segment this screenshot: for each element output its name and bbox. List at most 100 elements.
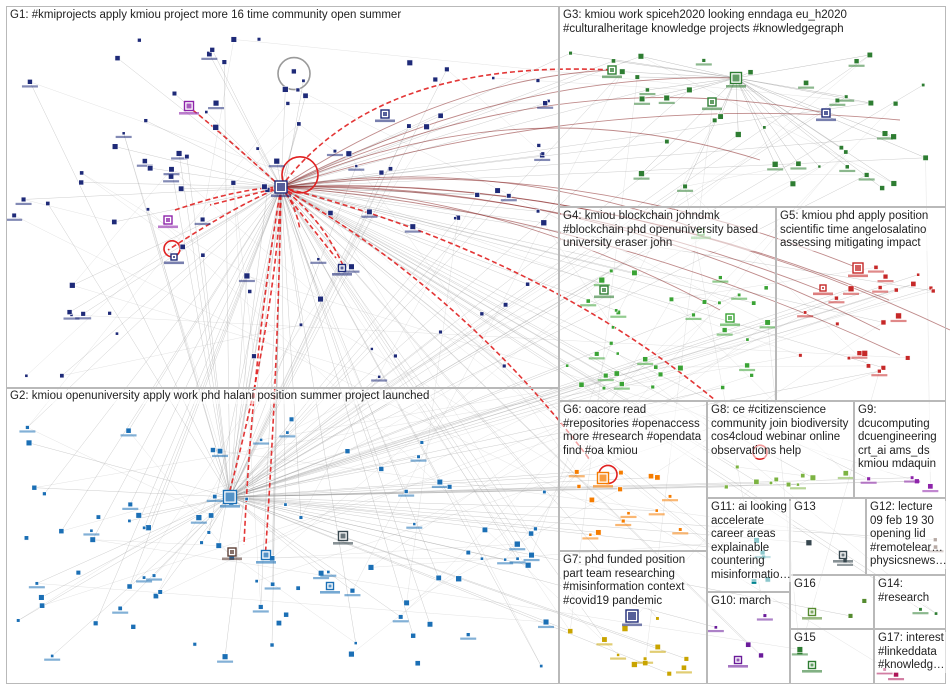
node [444,66,450,73]
node-label [871,374,888,377]
node [69,282,76,289]
edge [229,266,352,498]
node [683,656,690,662]
avatar-image [328,584,332,588]
node-label [707,629,724,633]
node [200,252,206,258]
node [295,87,301,93]
node [288,416,295,422]
node-label [208,107,225,110]
avatar-label [728,665,748,668]
node [540,151,545,156]
node-label [310,261,327,264]
edge [671,267,876,300]
node [535,78,541,83]
group-box-g2 [6,388,559,684]
node [542,489,547,495]
edge [246,419,292,500]
group-label-g7: G7: phd funded position part team resear… [561,554,688,608]
node [206,51,213,58]
node-label [876,672,893,675]
node [594,351,600,357]
node-label [206,499,223,502]
node [598,276,606,284]
group-label-g8: G8: ce #citizenscience community join bi… [709,404,851,458]
node [513,540,521,548]
avatar-label [593,485,613,488]
edge [229,270,612,498]
edge [543,222,614,328]
avatar-image [599,474,607,482]
group-box-g3 [559,6,946,207]
edge [318,259,571,632]
edge [280,186,286,505]
node-label [201,57,218,60]
node-label [837,476,854,480]
node [16,618,21,623]
node-label [739,368,756,372]
node [654,474,661,481]
edge [229,496,532,534]
node-label [460,637,477,640]
node [199,216,206,223]
node [480,556,484,561]
node [31,484,38,491]
node-label [851,356,868,359]
node-label [848,64,865,67]
node [866,476,871,481]
node [432,76,439,83]
node [406,123,412,129]
node [259,437,263,442]
edge [218,545,356,644]
node [212,99,220,107]
node [114,55,121,62]
edge [280,186,356,644]
node [302,92,309,99]
node-label [171,157,188,160]
node [212,124,219,131]
node [762,613,767,618]
edge [280,186,382,470]
node-label [731,297,748,300]
edge [29,81,231,498]
node-label [136,580,153,583]
node [437,112,444,119]
node-label [610,315,627,318]
node [930,288,936,294]
node [723,484,729,490]
edge [276,161,396,357]
node-label [613,387,630,390]
avatar-label [320,591,340,594]
node-label [716,333,733,336]
node-label [791,653,808,656]
node [601,636,608,643]
node-label [534,158,551,162]
edge [212,49,282,188]
node [805,539,813,547]
edge [735,77,847,97]
node [637,53,645,60]
edge [229,174,867,498]
avatar-image [824,111,828,115]
node [326,570,331,574]
node [45,201,51,206]
node [626,511,631,516]
group-label-g10: G10: march [709,595,774,609]
node [800,473,806,479]
node [378,169,385,176]
edge [231,557,518,559]
edge [280,157,926,188]
edge [155,496,231,597]
edge [72,285,380,378]
node [877,368,882,374]
node-label [344,594,361,597]
node [406,59,413,66]
edge [449,486,542,667]
node [682,183,688,190]
node-label [320,574,337,577]
node-label [677,189,694,192]
node-label [872,290,889,293]
node [58,528,65,535]
node [175,150,183,157]
edge [61,186,282,376]
